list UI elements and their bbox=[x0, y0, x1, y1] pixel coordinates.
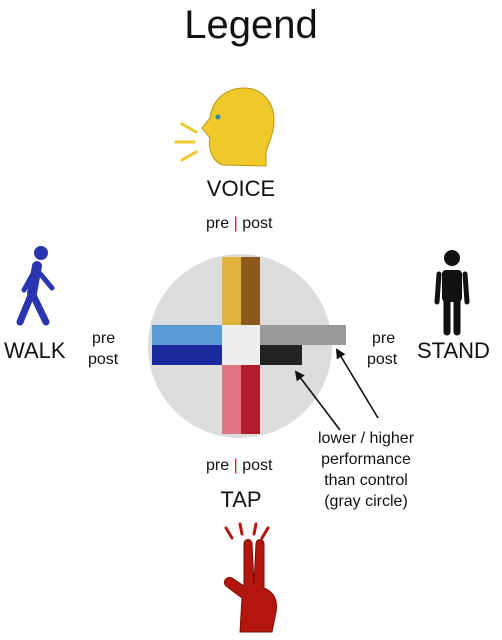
walk-post-bar bbox=[152, 345, 222, 365]
voice-pre-label: pre bbox=[206, 215, 230, 232]
performance-annotation: lower / higher performance than control … bbox=[300, 428, 432, 512]
voice-pre-bar bbox=[222, 257, 241, 325]
stand-post-bar bbox=[260, 345, 302, 365]
voice-post-label: post bbox=[242, 215, 273, 232]
tap-post-bar bbox=[241, 365, 260, 434]
stand-post-label: post bbox=[367, 351, 398, 368]
speaking-head-icon bbox=[174, 87, 275, 167]
arrow-higher bbox=[335, 348, 379, 419]
tap-post-label: post bbox=[242, 457, 273, 474]
voice-post-bar bbox=[241, 257, 260, 325]
tap-pre-label: pre bbox=[206, 457, 230, 474]
stand-label: STAND bbox=[417, 338, 490, 363]
annotation-line-2: performance bbox=[321, 451, 411, 468]
walk-post-label: post bbox=[88, 351, 119, 368]
walk-pre-label: pre bbox=[92, 330, 116, 347]
stand-pre-bar bbox=[260, 325, 346, 345]
walk-label: WALK bbox=[4, 338, 66, 363]
annotation-line-4: (gray circle) bbox=[324, 493, 408, 510]
standing-person-icon bbox=[434, 250, 470, 336]
walk-pre-bar bbox=[152, 325, 222, 345]
annotation-line-3: than control bbox=[324, 472, 408, 489]
legend-title: Legend bbox=[184, 3, 318, 47]
center-square bbox=[222, 325, 260, 365]
two-finger-tap-hand-icon bbox=[223, 522, 277, 633]
tap-pre-bar bbox=[222, 365, 241, 434]
voice-pre-post: pre | post bbox=[206, 214, 272, 234]
voice-divider: | bbox=[233, 215, 238, 232]
voice-label: VOICE bbox=[206, 176, 276, 201]
stand-pre-label: pre bbox=[372, 330, 396, 347]
tap-pre-post: pre | post bbox=[206, 456, 272, 476]
walking-person-icon bbox=[16, 246, 55, 326]
annotation-line-1: lower / higher bbox=[317, 430, 415, 447]
tap-divider: | bbox=[233, 457, 238, 474]
arrow-lower bbox=[294, 370, 341, 431]
tap-label: TAP bbox=[220, 487, 262, 512]
